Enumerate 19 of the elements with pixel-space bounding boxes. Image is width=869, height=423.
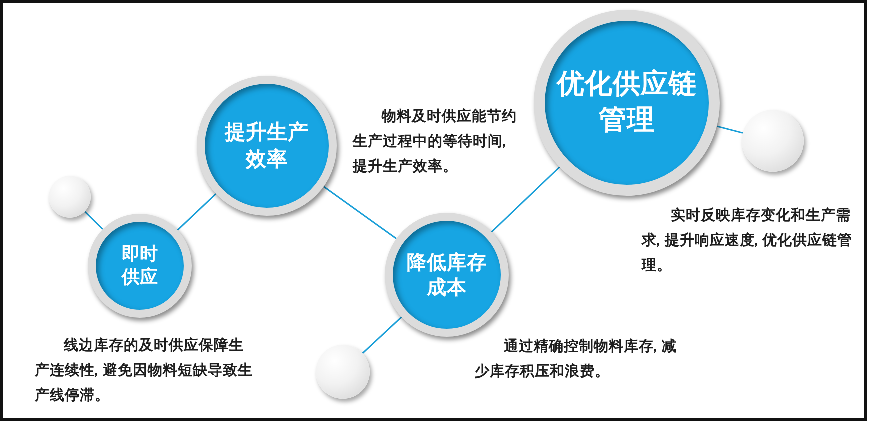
connector-line <box>84 211 104 230</box>
connector-line <box>491 166 560 233</box>
node-title: 优化供应链管理 <box>556 67 698 138</box>
node-title: 提升生产效率 <box>224 119 310 173</box>
connector-line <box>362 316 402 354</box>
empty-circle <box>316 345 370 399</box>
connector-line <box>716 126 744 134</box>
description-text: 线边库存的及时供应保障生产连续性，避免因物料短缺导致生产线停滞。 <box>35 336 254 406</box>
topic-circle <box>88 214 192 318</box>
description-text: 实时反映库存变化和生产需求，提升响应速度，优化供应链管理。 <box>642 206 854 276</box>
empty-circle <box>742 110 804 172</box>
node-title: 即时供应 <box>120 242 159 290</box>
description-text: 通过精确控制物料库存，减少库存积压和浪费。 <box>475 338 678 382</box>
connector-line <box>323 186 398 240</box>
topic-circle <box>385 213 509 337</box>
empty-circle <box>49 176 91 218</box>
description-text: 物料及时供应能节约生产过程中的等待时间，提升生产效率。 <box>353 107 518 177</box>
connector-line <box>177 194 217 231</box>
node-title: 降低库存成本 <box>406 250 488 300</box>
